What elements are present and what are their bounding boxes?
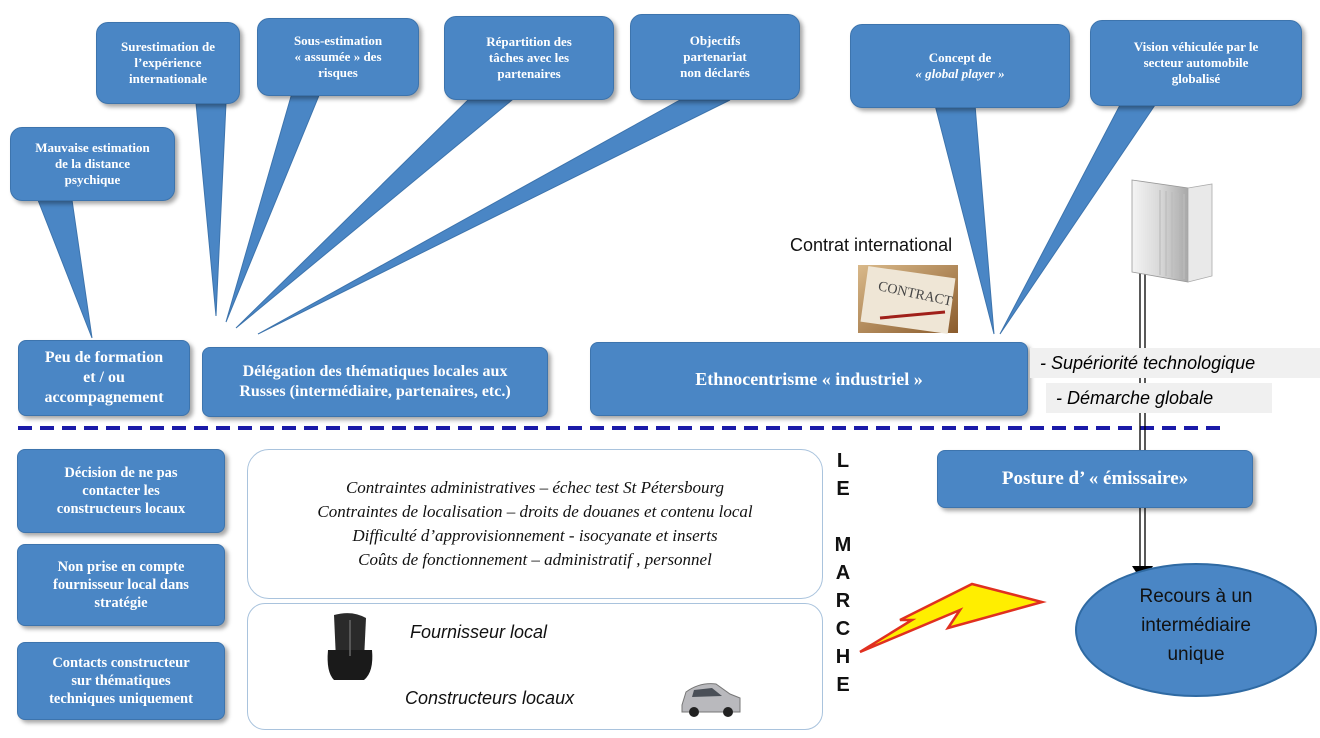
contract-image: CONTRACT [858,265,958,334]
pointer-tail-1 [37,199,93,339]
note-demarche: - Démarche globale [1046,383,1272,413]
box-posture-emissaire: Posture d’ « émissaire» [937,450,1253,508]
box-ethnocentrisme: Ethnocentrisme « industriel » [590,342,1028,416]
car-icon [681,683,741,717]
pointer-tail-3 [225,92,321,323]
lightning-bolt-icon [859,582,1047,654]
pointer-tail-5 [257,99,731,335]
constraint-item: Contraintes administratives – échec test… [345,478,725,497]
constraint-item: Coûts de fonctionnement – administratif … [358,550,712,569]
bubble-global-player: Concept de« global player » [850,24,1070,108]
constraint-item: Contraintes de localisation – droits de … [317,502,753,521]
recours-ellipse [1075,563,1317,697]
market-constructeurs: Constructeurs locaux [405,688,575,708]
market-panel [247,603,823,730]
pointer-tail-2 [195,102,227,317]
market-fournisseur: Fournisseur local [410,622,548,642]
contract-label: Contrat international [790,235,953,255]
constraint-item: Difficulté d’approvisionnement - isocyan… [352,526,718,545]
constraints-panel: Contraintes administratives – échec test… [247,449,823,599]
vertical-word-le-marche: L E M A R C H E [834,450,852,696]
building-icon [1131,179,1213,283]
pointer-tail-4 [235,99,514,329]
note-superiorite: - Supériorité technologique [1030,348,1320,378]
car-seat-icon [327,613,373,680]
